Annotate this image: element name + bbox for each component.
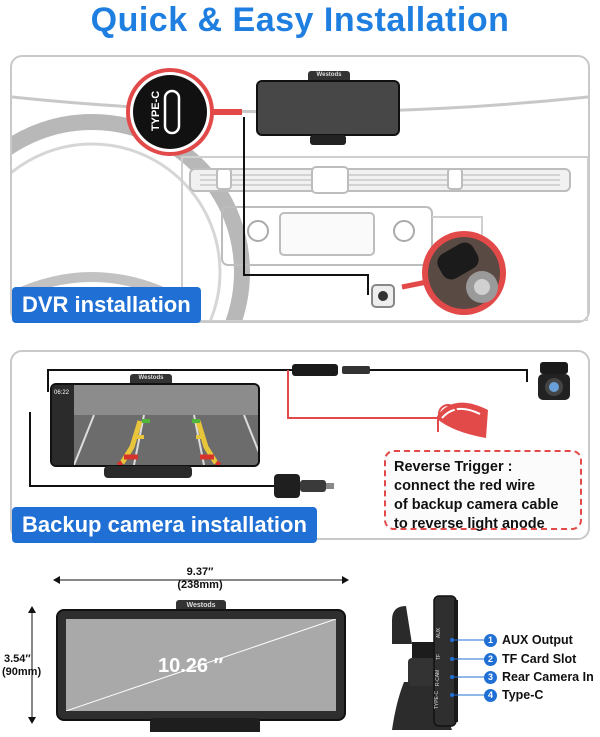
device-stand: [310, 135, 346, 145]
callout-line-1: Reverse Trigger :: [394, 459, 513, 475]
dvr-device: [256, 80, 400, 136]
port-item-type-c: 4 Type-C: [484, 688, 543, 702]
height-mm: (90mm): [2, 666, 42, 678]
backup-device-screen: 06:22: [50, 383, 260, 467]
port-number: 4: [484, 688, 497, 702]
dvr-installation-panel: Westods TYPE-C: [10, 55, 590, 323]
port-number: 3: [484, 670, 497, 684]
screen-diagonal: [66, 619, 336, 711]
port-leader-lines: [450, 638, 484, 697]
port-number: 2: [484, 652, 497, 666]
width-mm: (238mm): [177, 579, 223, 591]
side-label-tf: TF: [436, 653, 443, 661]
backup-device-stand: [104, 466, 192, 478]
backup-device-brand-tab: Westods: [130, 374, 172, 384]
callout-line-3: of backup camera cable: [394, 497, 559, 513]
side-label-typec: TYPE-C: [434, 690, 441, 710]
side-label-rcam: R-CAM: [435, 669, 442, 687]
dvr-installation-label: DVR installation: [12, 287, 201, 323]
front-device-stand: [150, 718, 260, 732]
car-dashboard-illustration: [12, 68, 588, 321]
front-device-brand-tab: Westods: [176, 600, 226, 611]
screen-sidebar: [52, 385, 74, 465]
side-view-device: [392, 595, 458, 730]
width-inches: 9.37″: [186, 566, 214, 578]
port-label: Type-C: [502, 688, 544, 702]
parking-guidelines: [74, 385, 258, 465]
device-brand-tab: Westods: [308, 71, 350, 81]
backup-wiring-illustration: [29, 362, 570, 498]
height-inches: 3.54″: [4, 653, 31, 665]
side-label-aux: AUX: [436, 627, 443, 639]
diagonal-size: 10.26 ″: [158, 655, 224, 677]
callout-line-2: connect the red wire: [394, 478, 536, 494]
page-title: Quick & Easy Installation: [90, 1, 510, 39]
height-arrow: [28, 606, 36, 724]
port-item-tf: 2 TF Card Slot: [484, 652, 576, 666]
backup-camera-label: Backup camera installation: [12, 507, 317, 543]
port-number: 1: [484, 633, 497, 647]
front-device-screen: 10.26 ″: [56, 609, 346, 721]
type-c-port-label: TYPE-C: [150, 90, 162, 132]
width-arrow: [53, 576, 349, 584]
port-item-aux: 1 AUX Output: [484, 633, 573, 647]
reverse-trigger-callout: Reverse Trigger : connect the red wire o…: [384, 450, 582, 532]
port-label: Rear Camera In: [502, 670, 594, 684]
screen-time: 06:22: [54, 390, 70, 396]
port-label: TF Card Slot: [502, 652, 577, 666]
port-item-rear-camera: 3 Rear Camera In: [484, 670, 594, 684]
port-label: AUX Output: [502, 633, 573, 647]
callout-line-4: to reverse light anode: [394, 516, 545, 532]
